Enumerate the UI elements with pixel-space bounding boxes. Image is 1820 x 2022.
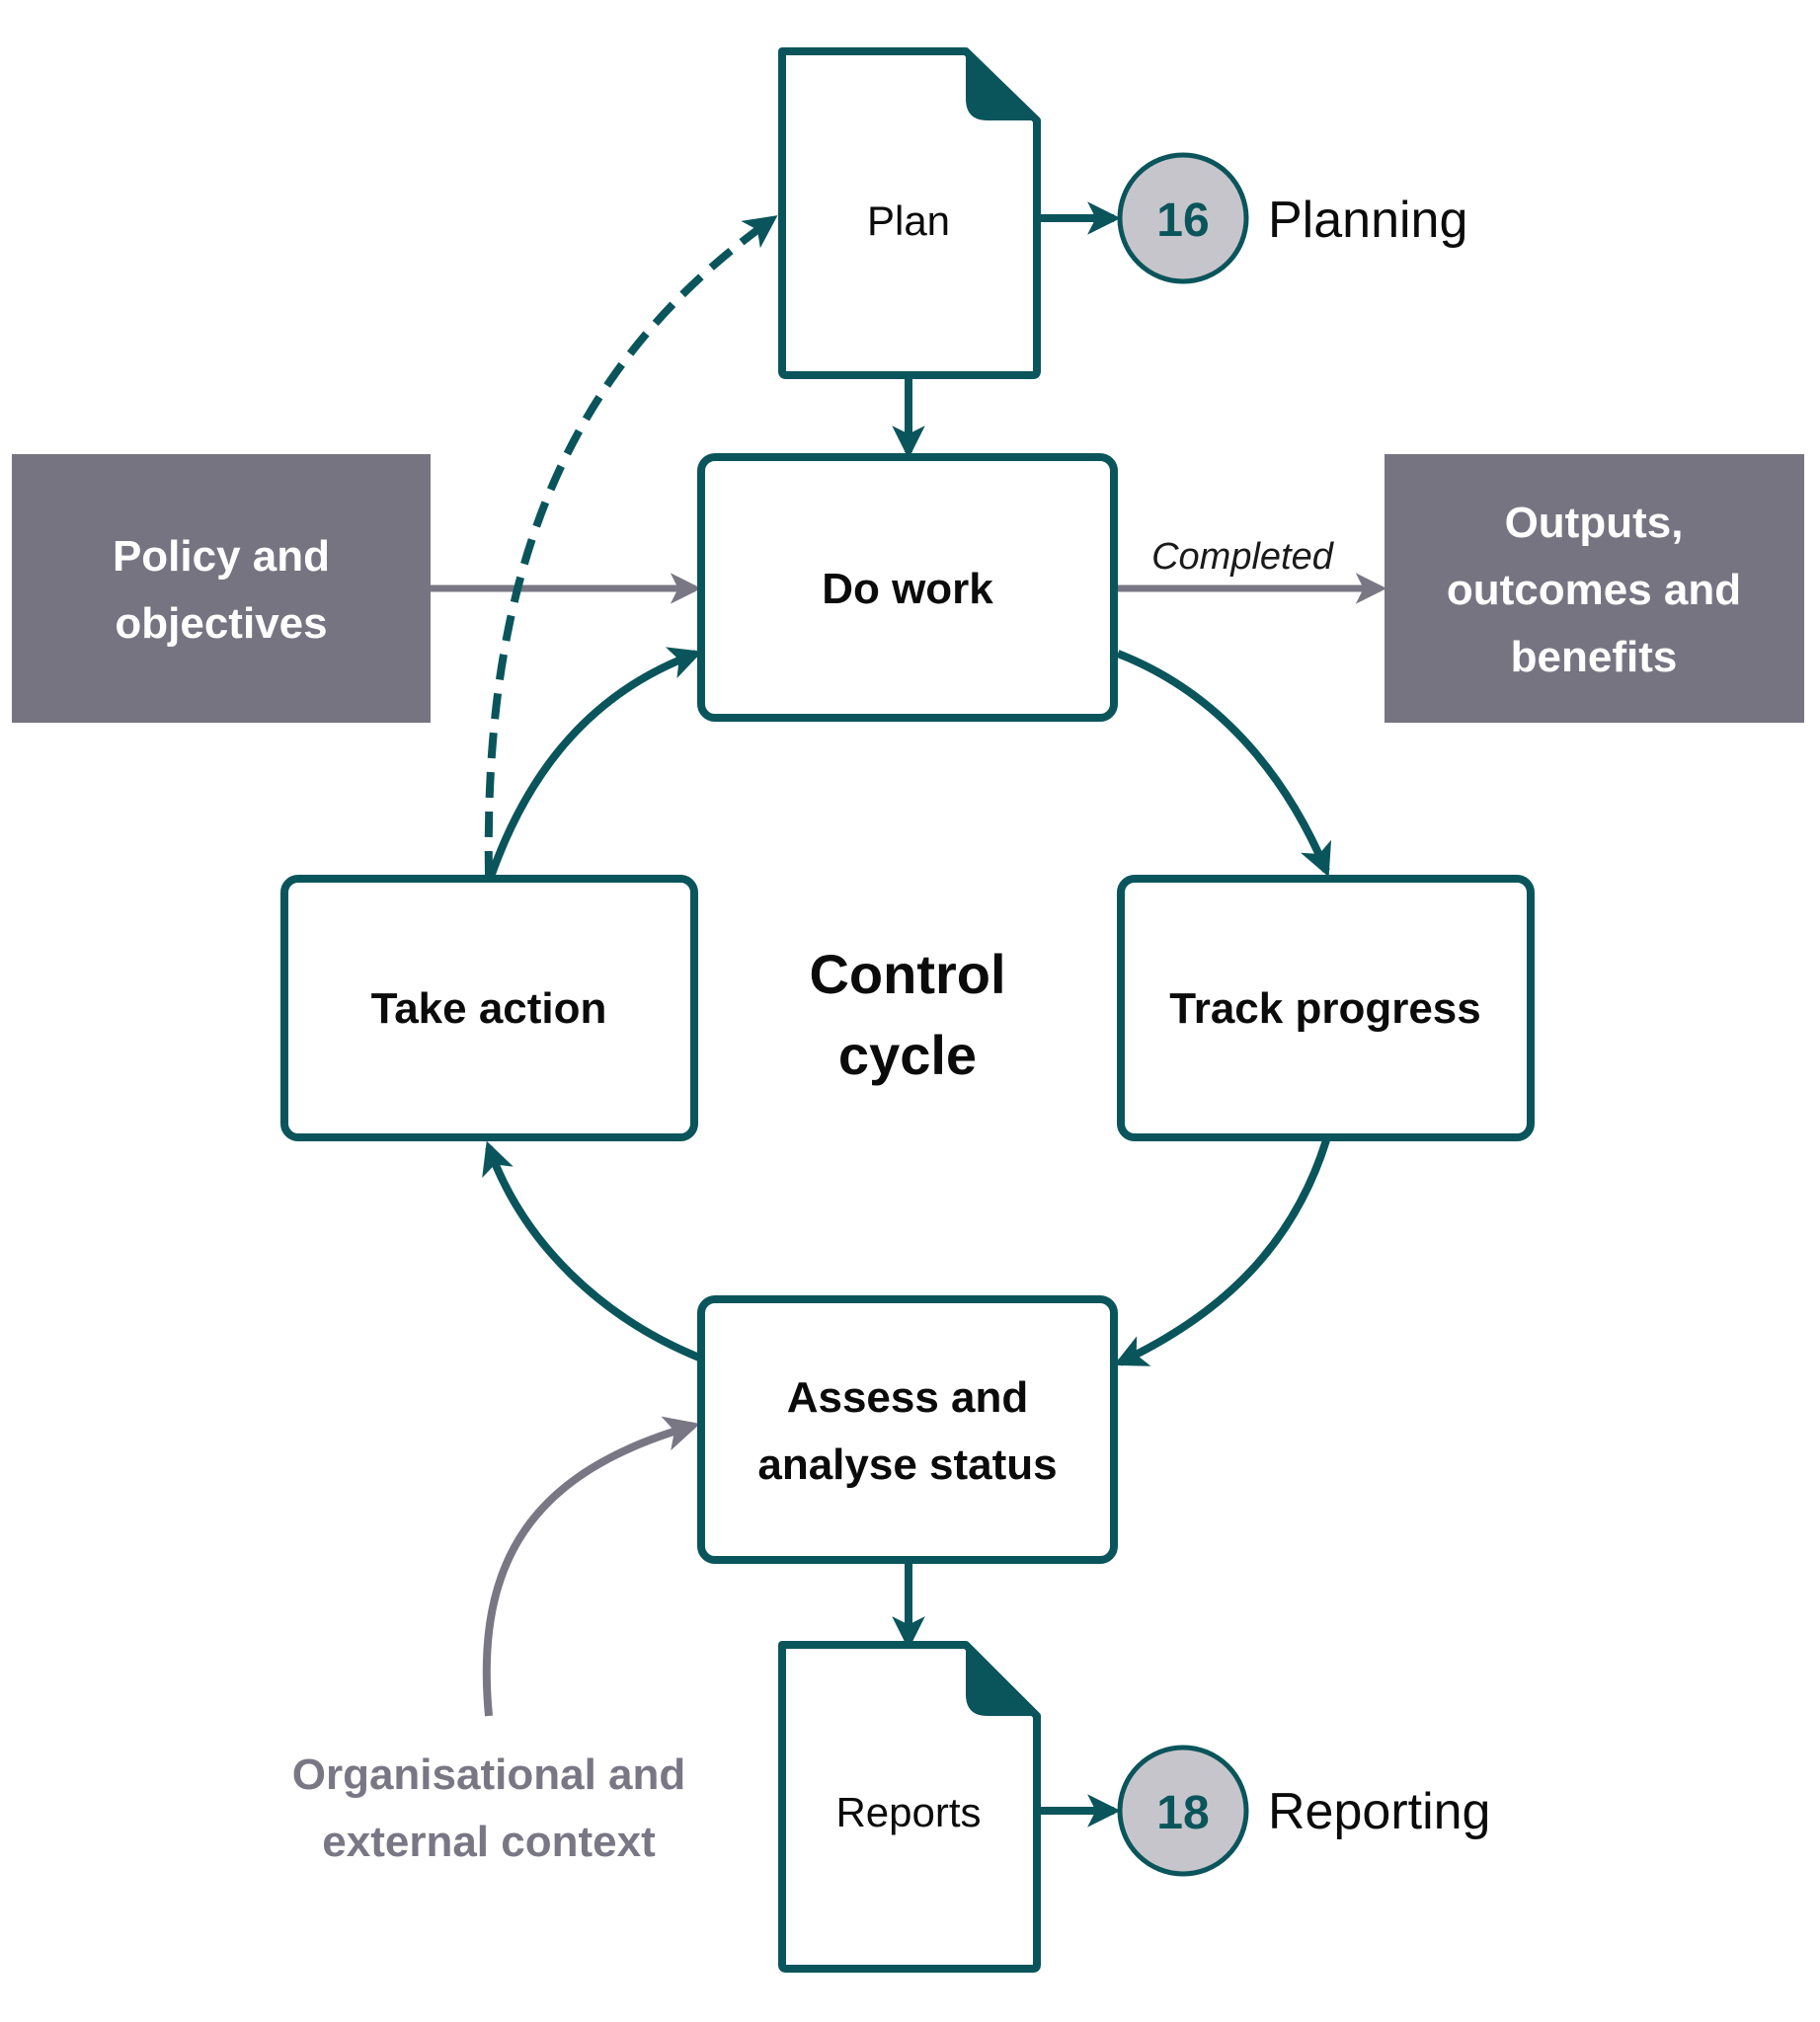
planning-reference-badge [1117,152,1249,284]
planning-reference: 16 Planning [1117,152,1467,284]
arrow-track-progress-to-assess [1113,1138,1330,1366]
policy-line-2: objectives [115,599,327,648]
arrow-do-work-to-track-progress [1116,650,1332,878]
reporting-reference-badge [1117,1745,1249,1877]
completed-label: Completed [1151,536,1335,578]
outputs-line-1: Outputs, [1505,499,1684,547]
context-line-1: Organisational and [292,1750,686,1799]
step-do-work: Do work [697,453,1118,722]
arrow-take-action-to-plan-dashed [484,215,778,878]
plan-document-fold-icon [966,51,1037,120]
policy-line-1: Policy and [113,532,330,581]
reports-document: Reports [778,1641,1041,1973]
outputs-line-3: benefits [1511,633,1678,681]
planning-reference-label: Planning [1268,192,1467,249]
context-line-2: external context [322,1818,656,1866]
planning-reference-number: 16 [1156,194,1209,247]
plan-label: Plan [867,197,950,244]
arrow-take-action-to-do-work [487,647,703,879]
plan-document: Plan [778,47,1041,379]
step-assess-line-1: Assess and [787,1373,1029,1422]
reporting-reference-label: Reporting [1268,1783,1490,1840]
outputs-box: Outputs, outcomes and benefits [1385,454,1804,723]
step-assess-line-2: analyse status [757,1440,1057,1489]
step-track-progress: Track progress [1117,875,1535,1141]
outputs-line-2: outcomes and [1447,566,1741,614]
reporting-reference: 18 Reporting [1117,1745,1490,1877]
policy-and-objectives-box: Policy and objectives [12,454,431,723]
step-track-progress-label: Track progress [1169,984,1481,1033]
step-take-action: Take action [280,875,698,1141]
reports-document-fold-icon [966,1645,1037,1716]
step-take-action-label: Take action [371,984,607,1033]
step-assess-and-analyse: Assess and analyse status [697,1295,1118,1564]
reporting-reference-number: 18 [1156,1787,1209,1839]
arrow-context-to-assess [482,1416,700,1717]
control-cycle-title-line-1: Control [809,943,1005,1005]
arrow-assess-to-take-action [482,1140,701,1361]
step-do-work-label: Do work [822,565,993,613]
reports-label: Reports [835,1789,981,1835]
control-cycle-title-line-2: cycle [838,1024,977,1086]
